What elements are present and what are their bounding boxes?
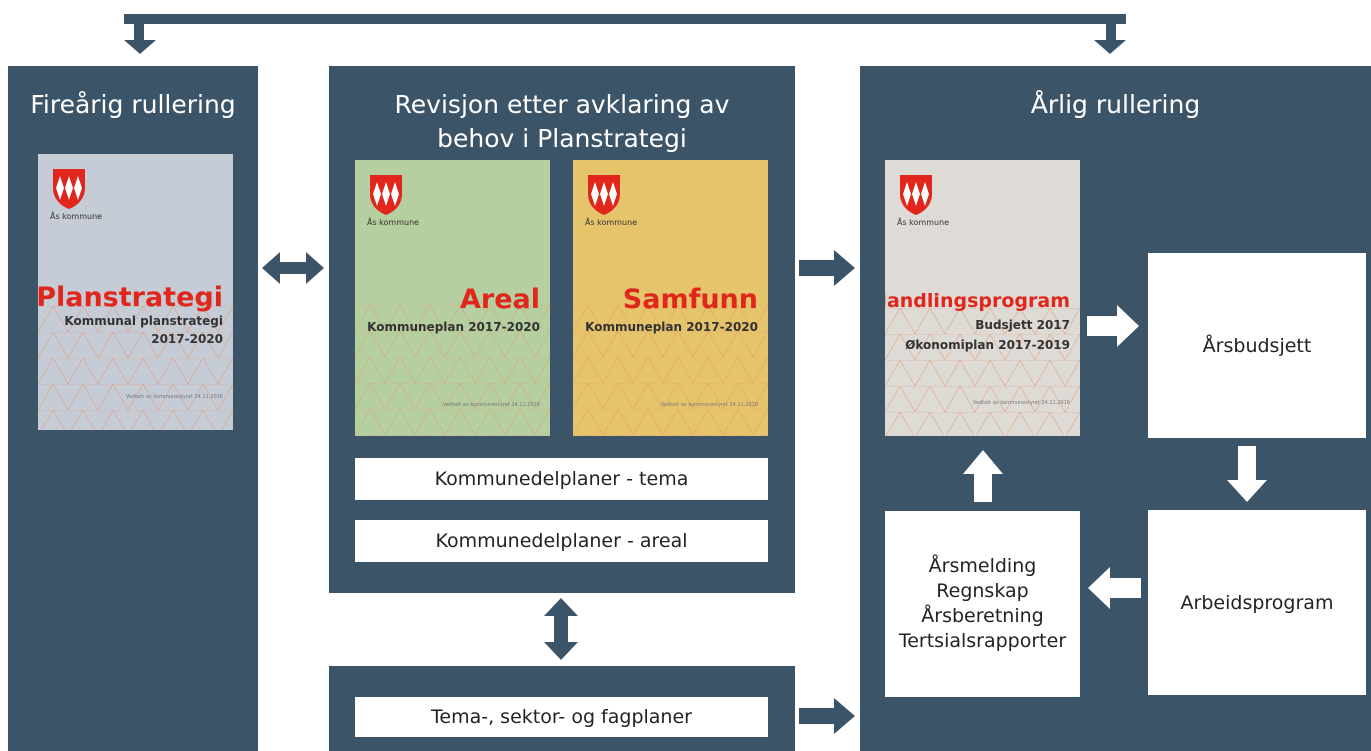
cover-subtitle-1: Kommunal planstrategi	[64, 314, 223, 328]
handlingsprogram-cover: Ås kommune Handlingsprogram Budsjett 201…	[885, 160, 1080, 436]
arrow-up-to-handlingsprogram	[963, 450, 1003, 502]
tema-sektor-fagplaner-box: Tema-, sektor- og fagplaner	[355, 697, 768, 737]
triangle-pattern	[38, 306, 233, 430]
triangle-pattern	[355, 305, 550, 436]
shield-logo-icon	[53, 169, 85, 209]
arrow-to-rapporter	[1088, 567, 1141, 609]
rapporter-line-4: Tertsialsrapporter	[898, 630, 1067, 652]
rapporter-line-1: Årsmelding	[928, 555, 1037, 577]
middle-panel-title-line1: Revisjon etter avklaring av	[394, 90, 730, 119]
arsbudsjett-box: Årsbudsjett	[1148, 253, 1366, 438]
cover-footer: Vedtatt av kommunestyret 24.11.2016	[442, 402, 540, 408]
cover-subtitle-1: Budsjett 2017	[975, 318, 1070, 332]
planstrategi-cover: Ås kommune Planstrategi Kommunal planstr…	[38, 154, 233, 430]
arrow-right-upper	[799, 250, 855, 286]
triangle-pattern	[573, 305, 768, 436]
rapporter-line-2: Regnskap	[936, 580, 1029, 602]
cover-subtitle-2: 2017-2020	[151, 332, 223, 346]
cover-subtitle-1: Kommuneplan 2017-2020	[367, 320, 540, 334]
cover-title: Handlingsprogram	[885, 290, 1070, 312]
kommunedelplaner-tema-box: Kommunedelplaner - tema	[355, 458, 768, 500]
cover-footer: Vedtatt av kommunestyret 24.11.2016	[125, 394, 223, 400]
cover-title: Planstrategi	[38, 282, 223, 313]
logo-text: Ås kommune	[367, 218, 420, 227]
left-panel-title: Fireårig rullering	[30, 90, 236, 119]
logo-text: Ås kommune	[897, 218, 950, 227]
double-arrow-vertical	[544, 598, 578, 660]
double-arrow-horizontal	[262, 252, 324, 284]
top-connector-arrow	[124, 14, 1126, 54]
cover-title: Samfunn	[622, 284, 758, 315]
rapporter-line-3: Årsberetning	[921, 605, 1044, 627]
shield-logo-icon	[588, 175, 620, 215]
arrow-down-to-arbeidsprogram	[1227, 446, 1267, 502]
triangle-pattern	[885, 308, 1080, 436]
cover-subtitle-1: Kommuneplan 2017-2020	[585, 320, 758, 334]
shield-logo-icon	[900, 175, 932, 215]
middle-panel-title-line2: behov i Planstrategi	[437, 124, 687, 153]
cover-subtitle-2: Økonomiplan 2017-2019	[905, 338, 1070, 352]
cover-footer: Vedtatt av kommunestyret 24.11.2016	[972, 400, 1070, 406]
rapporter-box: Årsmelding Regnskap Årsberetning Tertsia…	[885, 511, 1080, 697]
logo-text: Ås kommune	[50, 212, 103, 221]
areal-cover: Ås kommune Areal Kommuneplan 2017-2020 V…	[355, 160, 550, 436]
right-panel-title: Årlig rullering	[1030, 90, 1201, 119]
arbeidsprogram-box: Arbeidsprogram	[1148, 510, 1366, 695]
logo-text: Ås kommune	[585, 218, 638, 227]
kommunedelplaner-areal-box: Kommunedelplaner - areal	[355, 520, 768, 562]
arrow-to-arsbudsjett	[1087, 305, 1139, 347]
samfunn-cover: Ås kommune Samfunn Kommuneplan 2017-2020…	[573, 160, 768, 436]
shield-logo-icon	[370, 175, 402, 215]
cover-footer: Vedtatt av kommunestyret 24.11.2016	[660, 402, 758, 408]
arrow-right-lower	[799, 698, 855, 734]
cover-title: Areal	[460, 284, 540, 315]
